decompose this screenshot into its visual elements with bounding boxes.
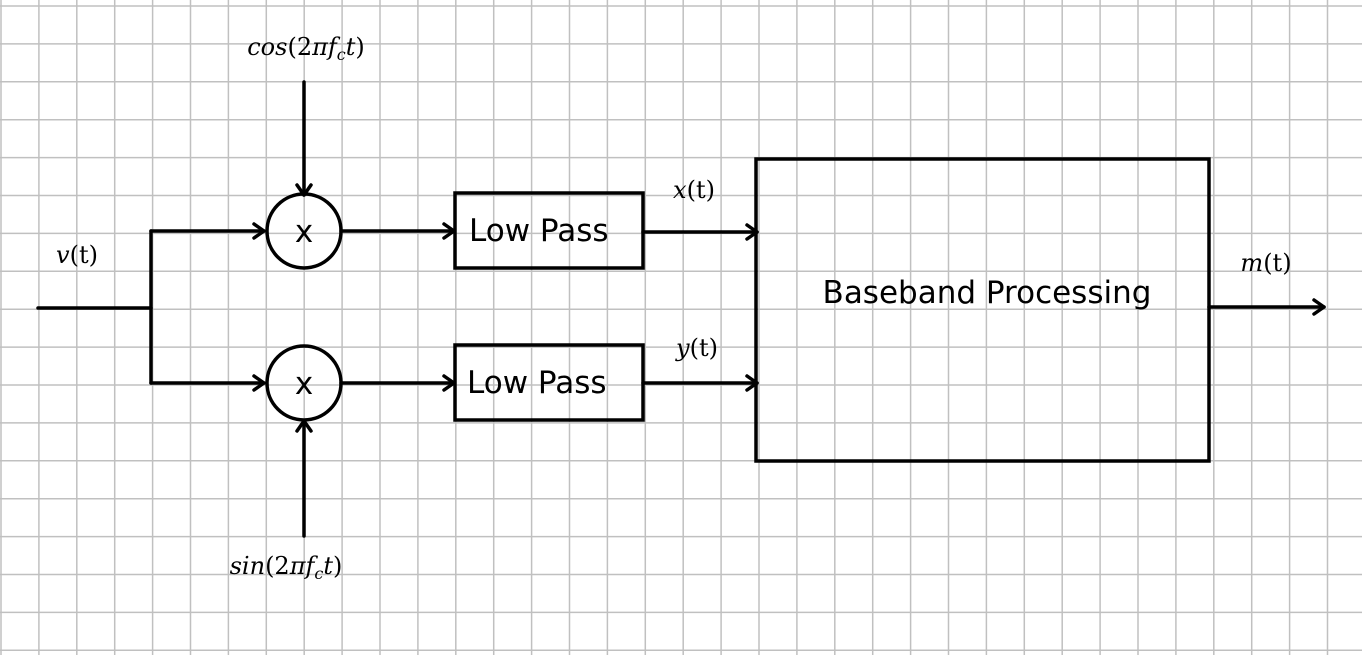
baseband-processing-block [754,157,1211,463]
y-signal-label: y(t) [675,334,718,362]
cos-carrier-label: cos(2πfct) [247,33,365,64]
output-arrowhead [1312,298,1326,316]
upper-branch-arrowhead [252,222,266,240]
baseband-processing-label: Baseband Processing [823,275,1152,311]
input-signal-label: v(t) [56,241,98,269]
mixer-top-label: x [295,214,313,250]
sin-carrier-label: sin(2πfct) [230,552,343,583]
low-pass-filter-top-label: Low Pass [469,213,609,249]
x-signal-label: x(t) [673,176,715,204]
output-signal-label: m(t) [1240,249,1291,277]
mixer-bottom-label: x [295,366,313,402]
lower-branch-arrowhead [252,374,266,392]
low-pass-filter-bottom-label: Low Pass [467,365,607,401]
